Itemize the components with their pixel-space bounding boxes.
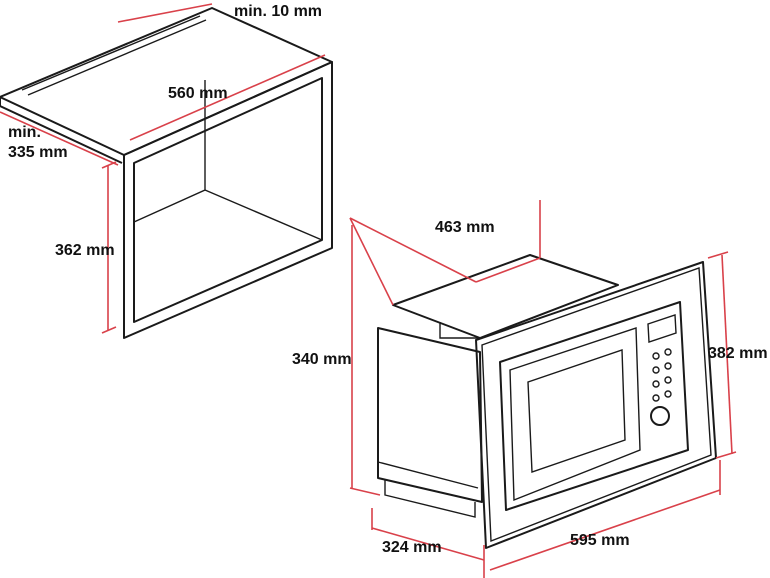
microwave-drawing: [377, 254, 717, 549]
microwave-depth-top-label: 463 mm: [435, 219, 495, 236]
cabinet-depth-label: 335 mm: [8, 144, 68, 161]
cabinet-depth-label-min: min.: [8, 124, 41, 141]
cabinet-height-label: 362 mm: [55, 242, 115, 259]
microwave-body-depth-label: 324 mm: [382, 539, 442, 556]
cabinet-dimension-lines: [0, 3, 326, 334]
control-buttons: [652, 348, 672, 402]
cabinet-width-label: 560 mm: [168, 85, 228, 102]
microwave-frame-height-label: 382 mm: [708, 345, 768, 362]
control-knob: [650, 406, 670, 426]
cabinet-drawing: [0, 7, 333, 339]
microwave-body-height-label: 340 mm: [292, 351, 352, 368]
gap-dimension-label: min. 10 mm: [234, 3, 322, 20]
microwave-dimension-lines: [349, 200, 737, 578]
microwave-frame-width-label: 595 mm: [570, 532, 630, 549]
